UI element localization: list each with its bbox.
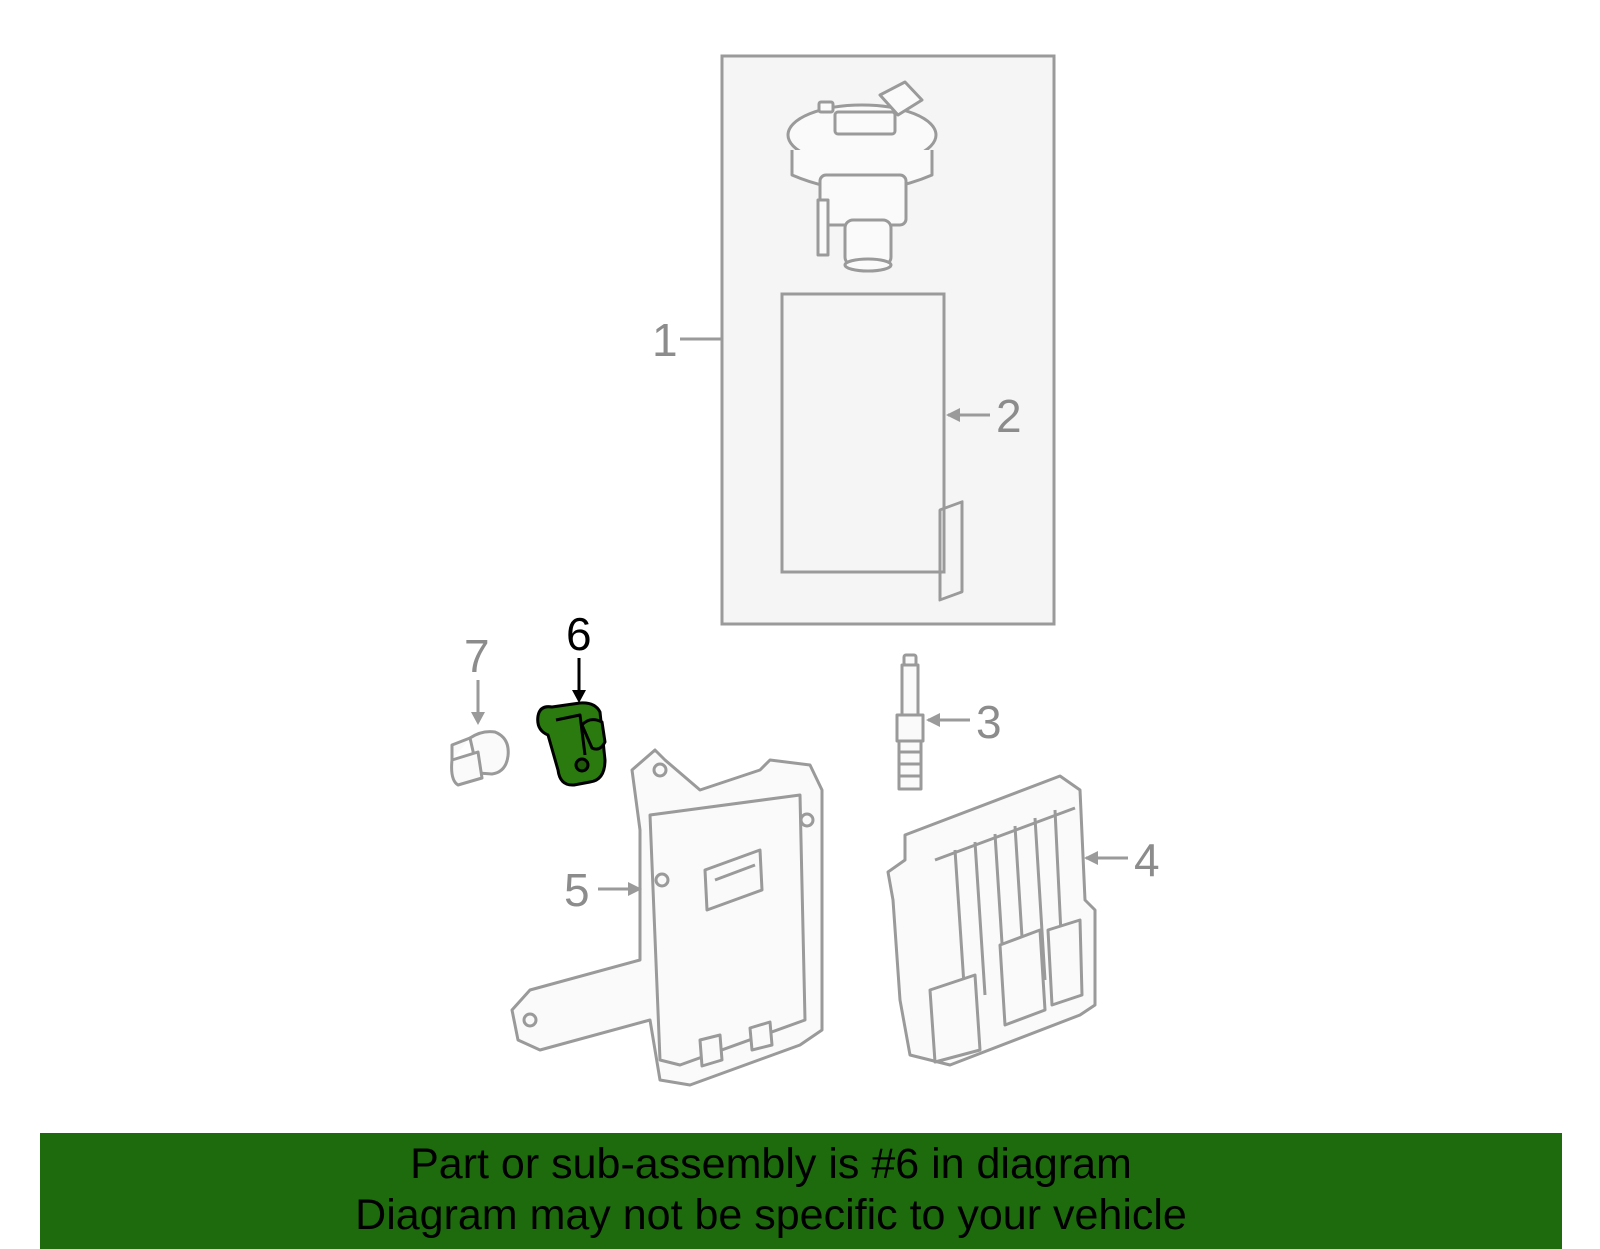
callout-2[interactable]: 2 bbox=[996, 390, 1022, 442]
part-5-bracket[interactable] bbox=[510, 748, 824, 1087]
banner-line-1: Part or sub-assembly is #6 in diagram bbox=[410, 1140, 1132, 1188]
callout-1[interactable]: 1 bbox=[652, 314, 678, 366]
part-1-ignition-kit[interactable] bbox=[720, 54, 1056, 626]
ignition-coil-drawing bbox=[786, 80, 938, 273]
part-4-engine-control-module[interactable] bbox=[886, 500, 1097, 1067]
part-7-small-part[interactable] bbox=[450, 730, 510, 787]
part-3-spark-plug[interactable] bbox=[895, 653, 925, 791]
leader-arrow-4 bbox=[1084, 851, 1128, 865]
callout-6[interactable]: 6 bbox=[566, 608, 592, 660]
leader-arrow-2 bbox=[946, 408, 990, 422]
callout-3[interactable]: 3 bbox=[976, 696, 1002, 748]
callout-4[interactable]: 4 bbox=[1134, 834, 1160, 886]
leader-arrow-7 bbox=[471, 680, 485, 725]
part-2-box[interactable] bbox=[780, 292, 946, 574]
banner-line-2: Diagram may not be specific to your vehi… bbox=[355, 1191, 1187, 1239]
callout-5[interactable]: 5 bbox=[564, 864, 590, 916]
info-banner: Part or sub-assembly is #6 in diagram Di… bbox=[40, 1133, 1562, 1249]
leader-arrow-5 bbox=[598, 882, 642, 896]
leader-arrow-3 bbox=[926, 713, 970, 727]
callout-7[interactable]: 7 bbox=[464, 630, 490, 682]
part-6-camshaft-sensor[interactable] bbox=[536, 701, 607, 787]
leader-arrow-6 bbox=[572, 658, 586, 703]
